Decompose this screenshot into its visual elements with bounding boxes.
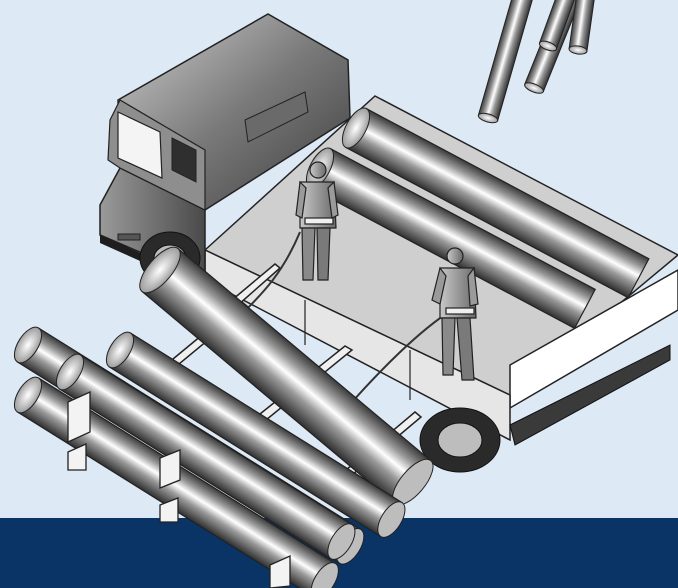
pipe-on-skid-ramp	[139, 246, 434, 506]
suspended-pipes	[477, 0, 599, 124]
wooden-blocks	[67, 390, 291, 588]
worker-on-truck-left	[295, 161, 339, 281]
worker-on-truck-right	[431, 247, 479, 381]
ground-pipe-stack	[13, 326, 406, 588]
pipes-on-truck-bed	[305, 107, 650, 330]
